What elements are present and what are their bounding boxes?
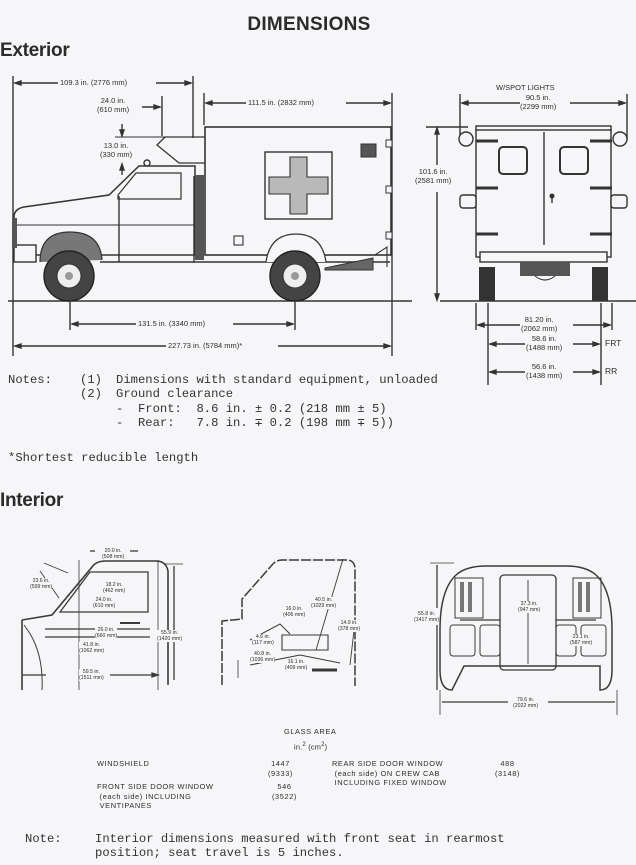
dim-legroom: 41.8 in.(1062 mm) xyxy=(79,642,105,654)
dim-box-length: 111.5 in. (2832 mm) xyxy=(248,98,315,107)
dim-floor-length: 59.5 in.(1511 mm) xyxy=(79,669,104,681)
label-front: FRT xyxy=(605,338,622,348)
section-heading-exterior: Exterior xyxy=(0,40,70,61)
glass-row-front-door-value: 546(3522) xyxy=(272,782,297,801)
note-2-num: (2) xyxy=(80,387,102,401)
note-1-text: Dimensions with standard equipment, unlo… xyxy=(116,373,438,387)
ground-clearance-front: - Front: 8.6 in. ± 0.2 (218 mm ± 5) xyxy=(116,402,387,416)
dim-width-spot-lights: 90.5 in.(2299 mm) xyxy=(520,93,557,111)
dim-roof-height-diff: 13.0 in.(330 mm) xyxy=(100,141,133,159)
interior-note-line1: Interior dimensions measured with front … xyxy=(95,832,505,846)
glass-row-windshield-value: 1447(9333) xyxy=(268,759,293,778)
dim-overall-front-to-box: 109.3 in. (2776 mm) xyxy=(60,78,128,87)
note-2-text: Ground clearance xyxy=(116,387,234,401)
glass-row-windshield-label: WINDSHIELD xyxy=(97,759,150,768)
notes-label: Notes: xyxy=(8,373,52,387)
dim-seat-e: 16.1 in.(409 mm) xyxy=(285,659,308,671)
dim-overall-height: 101.6 in.(2581 mm) xyxy=(415,167,452,185)
page-title: DIMENSIONS xyxy=(247,14,371,35)
glass-row-front-door-label: FRONT SIDE DOOR WINDOW (each side) INCLU… xyxy=(97,782,214,810)
dim-rear-height: 55.8 in.(1417 mm) xyxy=(414,611,440,623)
footnote-shortest-length: *Shortest reducible length xyxy=(8,451,199,465)
dim-window-height: 18.2 in.(462 mm) xyxy=(103,582,126,594)
dim-rear-track: 56.6 in.(1438 mm) xyxy=(526,362,563,380)
glass-row-rear-door-value: 488(3148) xyxy=(495,759,520,778)
label-spot-lights: W/SPOT LIGHTS xyxy=(496,83,555,92)
label-rear: RR xyxy=(605,366,618,376)
dim-seat-a: 16.0 in.(406 mm) xyxy=(283,606,306,618)
dim-window-width: 24.0 in.(610 mm) xyxy=(93,597,116,609)
glass-area-units: in.2 (cm2) xyxy=(294,742,328,752)
interior-cab-rear-drawing xyxy=(430,562,618,715)
dim-rear-seat: 23.1 in.(587 mm) xyxy=(570,634,593,646)
ground-clearance-rear: - Rear: 7.8 in. ∓ 0.2 (198 mm ∓ 5)) xyxy=(116,416,394,430)
dim-overall-width: 81.20 in.(2062 mm) xyxy=(521,315,558,333)
dim-front-track: 58.6 in.(1488 mm) xyxy=(526,334,563,352)
dim-cab-roof-offset: 24.0 in.(610 mm) xyxy=(97,96,130,114)
dim-overall-length: 227.73 in. (5784 mm)* xyxy=(168,341,243,350)
dim-roof-length: 20.0 in.(508 mm) xyxy=(102,548,125,560)
dim-seat-depth: 26.0 in.(660 mm) xyxy=(95,627,118,639)
dim-seat-c: 4.6 in.(117 mm) xyxy=(252,634,274,646)
glass-row-rear-door-label: REAR SIDE DOOR WINDOW (each side) ON CRE… xyxy=(332,759,447,787)
glass-area-title: GLASS AREA xyxy=(284,727,337,736)
dim-rear-window: 37.3 in.(947 mm) xyxy=(518,601,541,613)
dim-headroom: 40.5 in.(1029 mm) xyxy=(311,597,337,609)
dim-wheelbase: 131.5 in. (3340 mm) xyxy=(138,319,206,328)
dim-seat-d: 40.8 in.(1036 mm) xyxy=(250,651,276,663)
interior-note-line2: position; seat travel is 5 inches. xyxy=(95,846,344,860)
dim-seat-b: 14.9 in.(378 mm) xyxy=(338,620,361,632)
dim-rear-width: 79.6 in.(2022 mm) xyxy=(513,697,539,709)
dim-windshield: 23.6 in.(599 mm) xyxy=(30,578,53,590)
interior-note-label: Note: xyxy=(25,832,62,846)
dim-interior-height: 55.9 in.(1420 mm) xyxy=(157,630,183,642)
section-heading-interior: Interior xyxy=(0,490,64,511)
note-1-num: (1) xyxy=(80,373,102,387)
